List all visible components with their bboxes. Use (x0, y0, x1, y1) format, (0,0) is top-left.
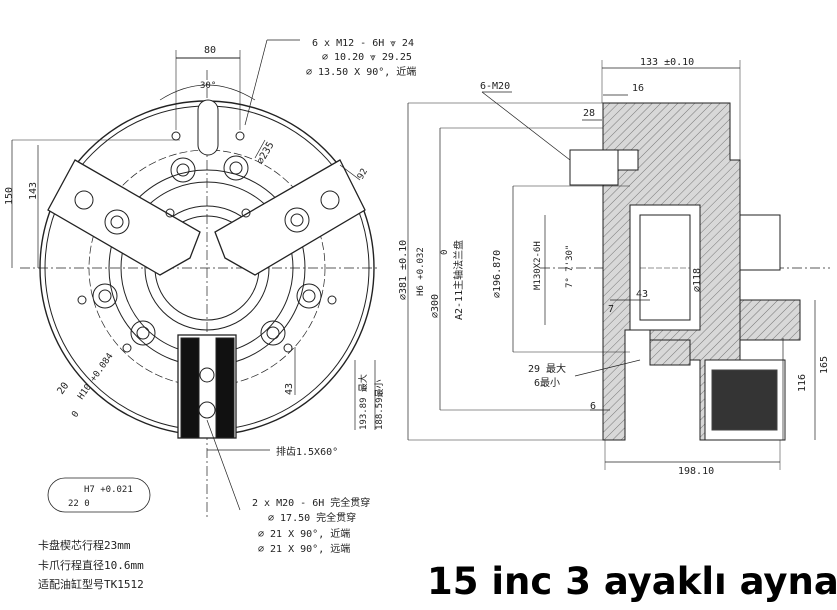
note-line-1: 卡盘楔芯行程23mm (38, 539, 131, 552)
dim-29-min: 6最小 (534, 377, 560, 389)
dim-43: 43 (284, 383, 295, 395)
dim-30deg: 30° (200, 81, 216, 91)
bolt-top-l1: 6 x M12 - 6H ⩔ 24 (312, 38, 414, 49)
h6-tol: H6 +0.032 (416, 247, 426, 296)
dim-381: ⌀381 ±0.10 (398, 240, 409, 300)
dim-43-side: 43 (636, 289, 648, 300)
dim-143: 143 (28, 182, 39, 200)
dim-7: 7 (608, 304, 614, 315)
bolt-top-l2: ⌀ 10.20 ⩔ 29.25 (322, 52, 412, 63)
dim-165: 165 (819, 356, 830, 374)
bolt-holes (74, 131, 340, 353)
note-line-3: 适配油缸型号TK1512 (38, 578, 144, 591)
h10-tol-2: 0 (70, 410, 81, 420)
dim-300: ⌀300 (430, 294, 441, 318)
bolt-bottom-l4: ⌀ 21 X 90°, 远端 (258, 542, 350, 555)
thread-note: 排齿1.5X60° (276, 445, 338, 458)
dim-16: 16 (632, 83, 644, 94)
deg-7: 7° 7'30" (565, 245, 575, 288)
bolt-bottom-l1: 2 x M20 - 6H 完全贯穿 (252, 496, 370, 509)
dim-6m20: 6-M20 (480, 81, 510, 92)
h10-tol: H10 +0.084 (76, 352, 115, 402)
h6-tol-2: 0 (440, 250, 450, 255)
h7-tol-2: 22 0 (68, 499, 90, 509)
dim-29-max: 29 最大 (528, 362, 566, 375)
dim-116: 116 (797, 374, 808, 392)
dim-92: 92 (356, 167, 370, 181)
bolt-bottom-l2: ⌀ 17.50 完全贯穿 (268, 511, 356, 524)
dim-133: 133 ±0.10 (640, 57, 694, 68)
bolt-bottom-l3: ⌀ 21 X 90°, 近端 (258, 527, 350, 540)
dim-188: 188.59最小 (374, 379, 385, 430)
side-view (407, 60, 830, 470)
note-line-2: 卡爪行程直径10.6mm (38, 559, 144, 572)
bolt-top-l3: ⌀ 13.50 X 90°, 近端 (306, 65, 416, 78)
dim-118: ⌀118 (692, 268, 703, 292)
dim-193: 193.89 最大 (357, 374, 369, 430)
dim-235: ⌀235 (255, 140, 277, 166)
dim-20: 20 (55, 381, 71, 397)
dim-150: 150 (4, 187, 15, 205)
dim-198: 198.10 (678, 466, 714, 477)
dim-196: ⌀196.870 (492, 250, 503, 298)
dim-80: 80 (204, 45, 216, 56)
dim-6: 6 (590, 401, 596, 412)
front-view (11, 39, 380, 520)
page-title: 15 inc 3 ayaklı ayna (427, 560, 837, 603)
h7-tol: H7 +0.021 (84, 485, 133, 495)
a2-flange: A2-11主轴法兰盘 (452, 240, 465, 320)
dim-28: 28 (583, 108, 595, 119)
m130-thread: M130X2-6H (533, 241, 543, 290)
